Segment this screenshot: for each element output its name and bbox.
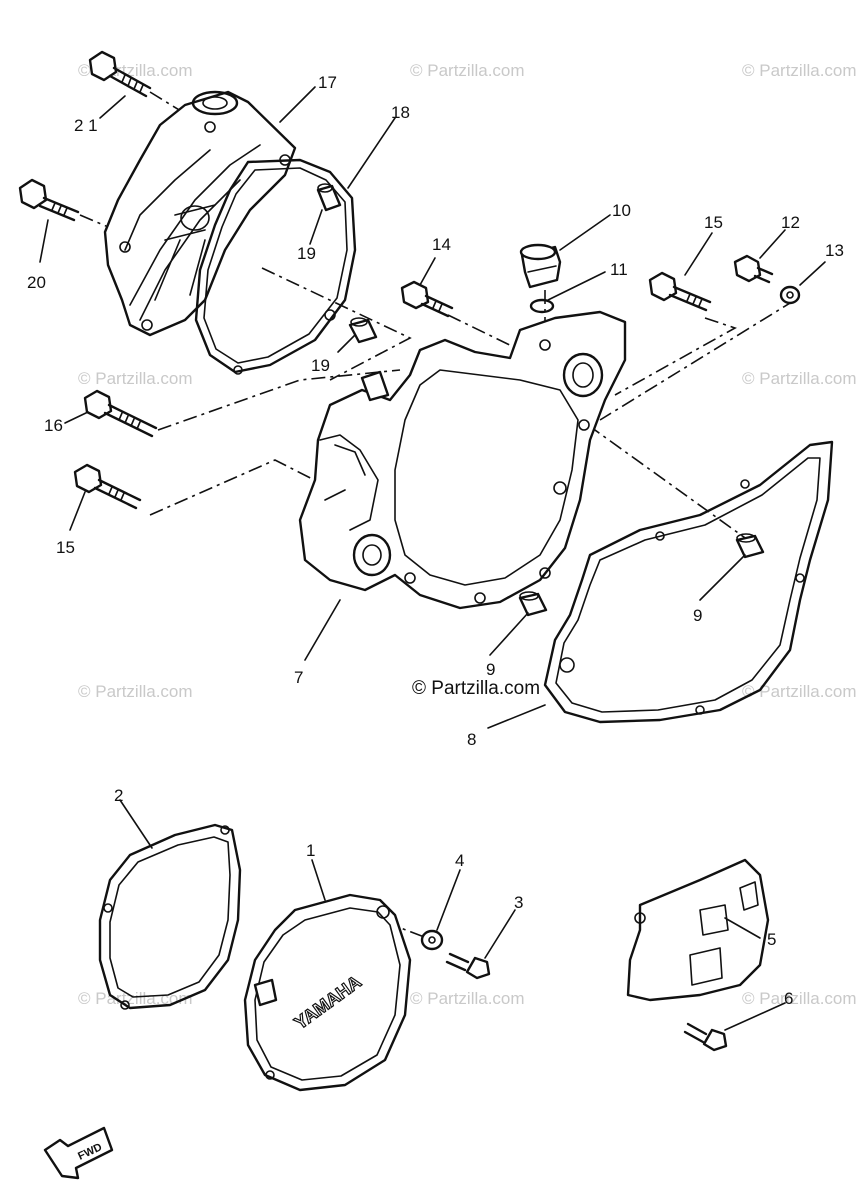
part-3-bolt xyxy=(445,952,491,980)
part-20-bolt xyxy=(18,178,80,222)
watermark: © Partzilla.com xyxy=(742,369,857,388)
part-19-dowel-lower xyxy=(348,317,378,344)
part-15-bolt-right xyxy=(648,271,712,312)
callout-17: 17 xyxy=(318,73,337,92)
part-17-cover xyxy=(103,90,297,337)
callout-11: 11 xyxy=(610,260,628,279)
watermark: © Partzilla.com xyxy=(742,61,857,80)
callout-8: 8 xyxy=(467,730,476,749)
callout-2: 2 xyxy=(114,786,123,805)
watermark-center: © Partzilla.com xyxy=(412,678,540,699)
part-6-bolt xyxy=(683,1022,728,1052)
part-7-crankcase-cover xyxy=(298,310,627,610)
callout-19-upper: 19 xyxy=(297,244,316,263)
callouts: 2 1 17 18 20 19 19 14 10 11 15 12 13 16 … xyxy=(27,73,844,1008)
part-8-gasket xyxy=(543,440,834,724)
watermarks: © Partzilla.com © Partzilla.com © Partzi… xyxy=(78,61,857,1008)
callout-10: 10 xyxy=(612,201,631,220)
leader-lines xyxy=(39,86,826,1031)
callout-15-right: 15 xyxy=(704,213,723,232)
watermark: © Partzilla.com xyxy=(78,989,193,1008)
part-12-bolt xyxy=(733,254,774,284)
part-15-bolt-left xyxy=(73,463,142,510)
callout-19-lower: 19 xyxy=(311,356,330,375)
part-11-o-ring xyxy=(529,298,555,314)
callout-3: 3 xyxy=(514,893,523,912)
watermark: © Partzilla.com xyxy=(410,989,525,1008)
part-9-dowel-right xyxy=(735,533,765,559)
callout-13: 13 xyxy=(825,241,844,260)
callout-15-left: 15 xyxy=(56,538,75,557)
fwd-arrow-icon: FWD xyxy=(43,1126,114,1180)
part-1-yamaha-cover: YAMAHA xyxy=(243,893,412,1092)
watermark: © Partzilla.com xyxy=(742,989,857,1008)
callout-6: 6 xyxy=(784,989,793,1008)
callout-1: 1 xyxy=(306,841,315,860)
callout-14: 14 xyxy=(432,235,451,254)
callout-4: 4 xyxy=(455,851,464,870)
watermark: © Partzilla.com xyxy=(742,682,857,701)
callout-21: 2 1 xyxy=(74,116,98,135)
part-14-bolt xyxy=(400,280,454,318)
part-9-dowel-left xyxy=(518,591,548,617)
callout-5: 5 xyxy=(767,930,776,949)
watermark: © Partzilla.com xyxy=(78,682,193,701)
callout-18: 18 xyxy=(391,103,410,122)
callout-20: 20 xyxy=(27,273,46,292)
watermark: © Partzilla.com xyxy=(410,61,525,80)
part-10-plug xyxy=(519,243,562,289)
callout-16: 16 xyxy=(44,416,63,435)
part-19-dowel-upper xyxy=(316,183,342,212)
part-13-washer xyxy=(779,285,801,305)
part-5-guard xyxy=(626,858,770,1002)
part-21-bolt xyxy=(88,50,152,98)
part-4-washer xyxy=(420,929,444,951)
callout-9-left: 9 xyxy=(486,660,495,679)
callout-12: 12 xyxy=(781,213,800,232)
watermark: © Partzilla.com xyxy=(78,369,193,388)
part-2-gasket xyxy=(98,823,242,1010)
part-16-bolt xyxy=(83,389,158,438)
callout-7: 7 xyxy=(294,668,303,687)
callout-9-right: 9 xyxy=(693,606,702,625)
